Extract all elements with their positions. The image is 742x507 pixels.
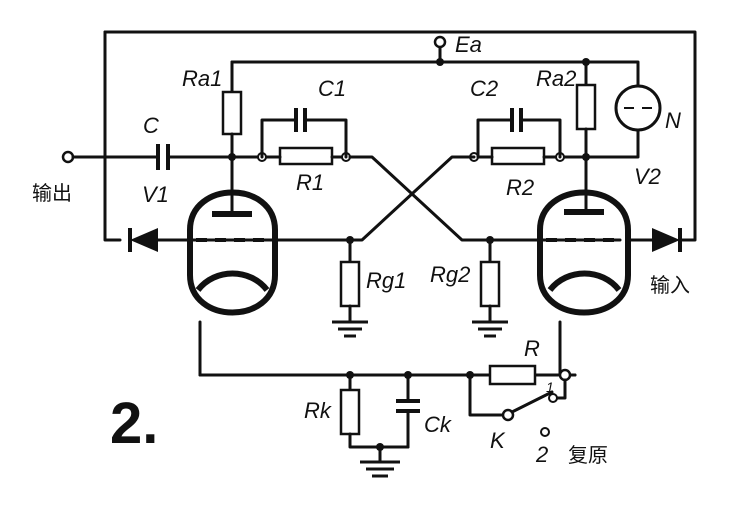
resistor-r1 [278, 146, 334, 166]
tube-v1 [187, 189, 278, 377]
diode-left-icon [128, 228, 190, 252]
label-ra1: Ra1 [182, 66, 222, 91]
label-v2: V2 [634, 164, 661, 189]
r2-c2-network [469, 108, 590, 166]
tube-v2 [537, 157, 631, 377]
label-k: K [490, 428, 506, 453]
r1-c1-network [257, 108, 351, 166]
supply-wiring [103, 30, 697, 242]
figure-number: 2. [110, 391, 158, 456]
label-rg1: Rg1 [366, 268, 406, 293]
label-r: R [524, 336, 540, 361]
label-ck: Ck [424, 412, 452, 437]
label-node-1: 1 [546, 379, 554, 395]
neon-lamp-icon [584, 84, 662, 159]
label-c: C [143, 113, 159, 138]
label-ea: Ea [455, 32, 482, 57]
label-r1: R1 [296, 170, 324, 195]
resistor-r2 [490, 146, 546, 166]
label-input: 输入 [650, 273, 690, 297]
output-coupling [61, 144, 264, 170]
diode-right-icon [626, 228, 682, 252]
label-reset: 复原 [568, 443, 608, 467]
label-ra2: Ra2 [536, 66, 576, 91]
label-c2: C2 [470, 76, 498, 101]
grid-resistor-rg2 [472, 238, 508, 338]
grid-resistor-rg1 [332, 238, 368, 338]
label-node-2: 2 [535, 442, 548, 467]
label-r2: R2 [506, 175, 534, 200]
label-n: N [665, 108, 681, 133]
resistor-rk [339, 388, 361, 436]
cathode-network [198, 364, 577, 478]
resistor-ra1 [221, 90, 243, 136]
label-rk: Rk [304, 398, 332, 423]
label-rg2: Rg2 [430, 262, 470, 287]
label-c1: C1 [318, 76, 346, 101]
label-output: 输出 [32, 181, 72, 205]
label-v1: V1 [142, 182, 169, 207]
resistor-ra2 [575, 83, 597, 131]
ea-terminal [433, 35, 447, 49]
resistor-r [488, 364, 537, 386]
